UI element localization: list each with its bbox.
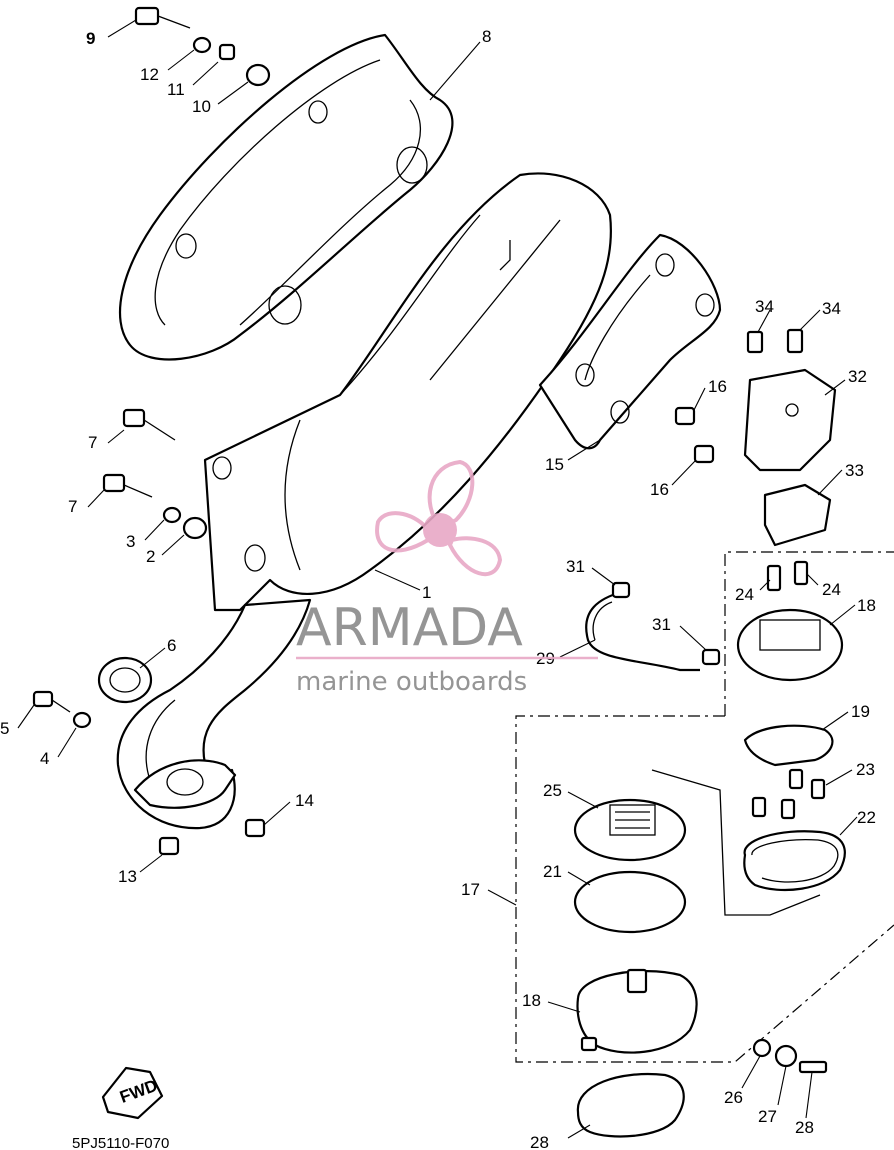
callout-9: 7 (68, 497, 77, 516)
callout-28: 28 (795, 1118, 814, 1137)
callout-23: 23 (856, 760, 875, 779)
callout-15: 15 (545, 455, 564, 474)
bolts-and-washers (32, 6, 715, 856)
callout-26: 26 (724, 1088, 743, 1107)
callout-24b: 24 (822, 580, 841, 599)
watermark: ARMADA marine outboards (296, 459, 598, 697)
flange (133, 759, 237, 809)
callout-6: 6 (167, 636, 176, 655)
callout-27: 27 (758, 1107, 777, 1126)
callout-34a: 34 (755, 297, 774, 316)
callout-11: 9 (86, 29, 95, 48)
screen-plate (573, 798, 687, 862)
filter-case (576, 968, 698, 1054)
fwd-arrow: FWD (101, 1066, 164, 1120)
upper-cover (736, 560, 844, 682)
diagram-code: 5PJ5110-F070 (72, 1135, 169, 1150)
callout-13: 11 (167, 80, 185, 99)
callout-24a: 24 (735, 585, 754, 604)
callout-19: 18 (857, 596, 876, 615)
callout-10: 8 (482, 27, 491, 46)
callout-21: 21 (543, 862, 562, 881)
bracket (743, 724, 834, 820)
callout-16a: 16 (708, 377, 727, 396)
group-guide-line (651, 769, 821, 916)
callout-33: 33 (845, 461, 864, 480)
callout-14: 12 (140, 65, 159, 84)
watermark-tagline: marine outboards (296, 667, 527, 697)
callout-4: 4 (40, 749, 49, 768)
callout-7b: 14 (295, 791, 314, 810)
diaphragm (573, 870, 687, 934)
muffler (203, 172, 612, 612)
callout-labels: 9 12 11 10 8 7 7 3 2 5 4 6 13 14 1 15 16… (0, 27, 876, 1150)
callout-29: 28 (530, 1133, 549, 1150)
hose (585, 581, 721, 672)
callout-5: 5 (0, 719, 9, 738)
group-box-upper (724, 551, 894, 716)
callout-31b: 31 (652, 615, 671, 634)
plate (763, 483, 832, 547)
group-box-lower (515, 715, 894, 1063)
callout-25: 25 (543, 781, 562, 800)
callout-7a: 13 (118, 867, 137, 886)
leader-lines (17, 19, 858, 1139)
callout-22: 22 (857, 808, 876, 827)
callout-2: 2 (146, 547, 155, 566)
gasket (97, 656, 153, 704)
callout-31a: 31 (566, 557, 585, 576)
callout-18: 18 (522, 991, 541, 1010)
seal-ring (743, 830, 846, 892)
watermark-brand: ARMADA (296, 598, 523, 658)
callout-3: 3 (126, 532, 135, 551)
callout-12: 10 (192, 97, 211, 116)
callout-32: 32 (848, 367, 867, 386)
callout-20: 19 (851, 702, 870, 721)
bottom-gasket (576, 1073, 685, 1138)
callout-16b: 16 (650, 480, 669, 499)
fitting-parts (752, 1038, 828, 1074)
callout-17: 17 (461, 880, 480, 899)
heat-protector (118, 33, 454, 361)
callout-8: 7 (88, 433, 97, 452)
callout-34b: 34 (822, 299, 841, 318)
callout-1: 1 (422, 583, 431, 602)
propeller-logo-icon (375, 459, 503, 577)
cover (743, 328, 837, 472)
